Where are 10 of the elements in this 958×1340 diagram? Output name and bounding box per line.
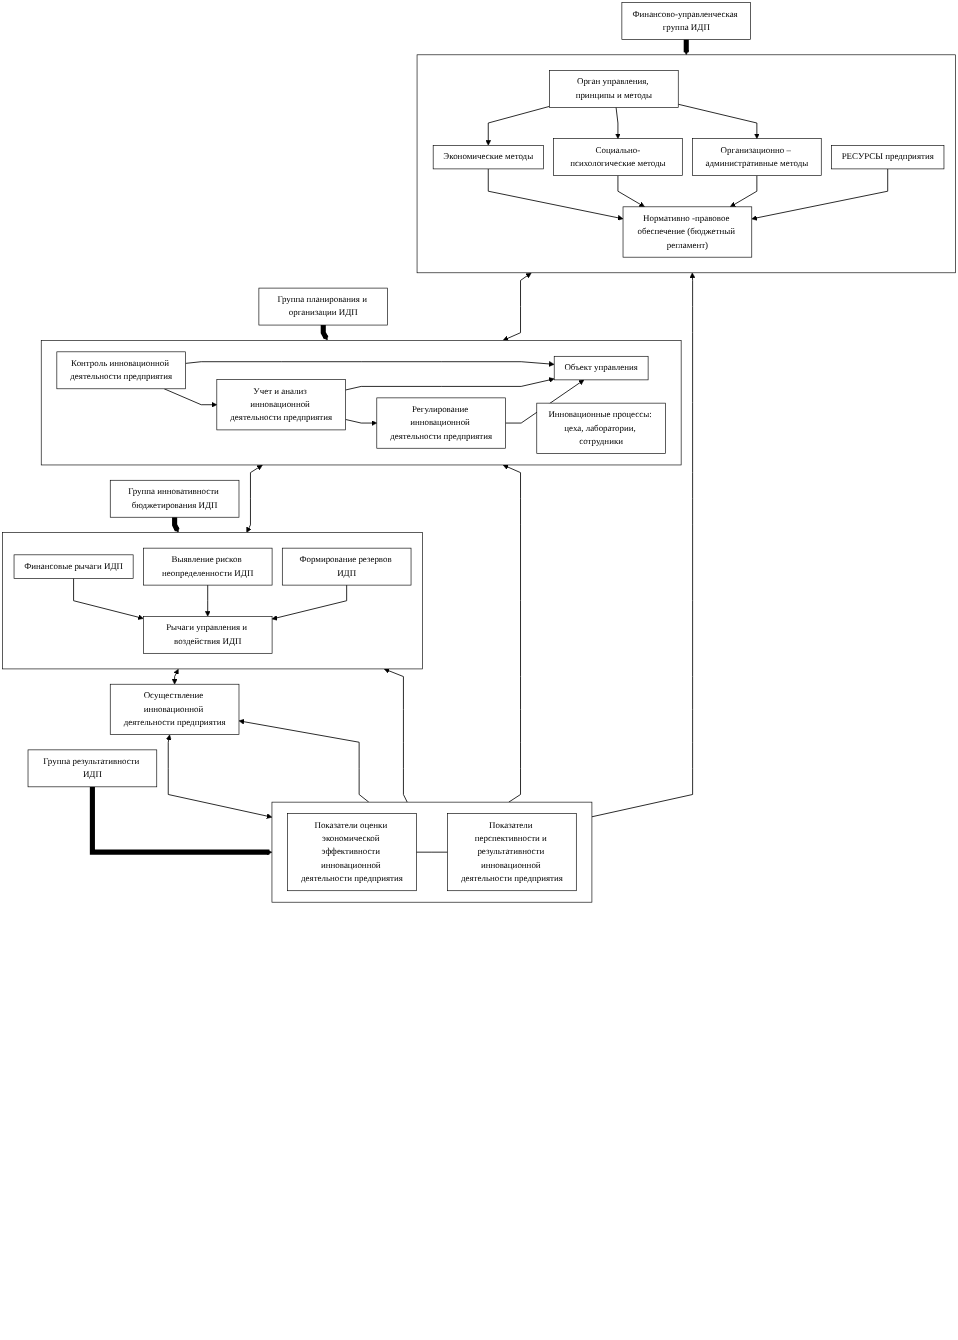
cluster (40, 340, 682, 466)
arrow (89, 786, 273, 855)
arrow (172, 517, 180, 533)
cluster (2, 532, 423, 670)
arrow (320, 325, 329, 341)
cluster (271, 801, 593, 903)
connector (415, 851, 448, 853)
arrow (683, 39, 690, 56)
arrow (171, 668, 179, 685)
cluster (416, 54, 956, 274)
